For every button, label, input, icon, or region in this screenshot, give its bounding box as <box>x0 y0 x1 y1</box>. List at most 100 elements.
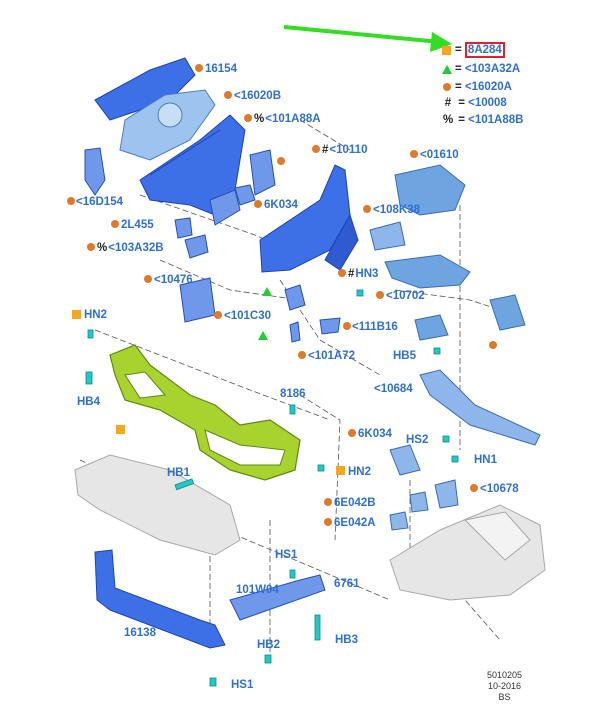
part-label-8186: 8186 <box>280 388 306 400</box>
part-label-text: <103A32B <box>108 242 164 254</box>
part-label-hb1: HB1 <box>167 467 191 479</box>
percent-symbol: % <box>254 113 265 125</box>
part-label-16020b: <16020B <box>234 90 281 102</box>
legend-highlighted-value: 8A284 <box>464 42 505 58</box>
legend-row-percent: % = <101A88B <box>443 114 523 126</box>
percent-symbol: % <box>97 242 108 254</box>
right-rails <box>369 164 541 531</box>
part-label-101a88a: %<101A88A <box>254 113 321 125</box>
callout-dot <box>67 197 75 205</box>
callout-dot <box>214 311 222 319</box>
stamp-line: 5010205 <box>487 670 523 680</box>
orange-square-icon <box>336 466 345 475</box>
callout-dot <box>338 269 346 277</box>
part-label-hb2: HB2 <box>257 639 281 651</box>
legend-value: <101A88B <box>468 114 524 126</box>
part-label-6k034-upper: 6K034 <box>264 199 298 211</box>
part-label-hs1-lower: HS1 <box>231 679 254 691</box>
orange-square-icon <box>72 310 81 319</box>
callout-dot <box>87 243 95 251</box>
green-triangle-icon <box>258 331 268 340</box>
callout-dot <box>277 157 285 165</box>
part-label-01610: <01610 <box>420 149 459 161</box>
part-label-101a72: <101A72 <box>308 350 355 362</box>
callout-dot <box>111 220 119 228</box>
fender-apron-assembly <box>94 57 246 216</box>
stamp-line: 10-2016 <box>488 681 522 691</box>
callout-dot <box>298 351 306 359</box>
orange-dot-icon <box>443 83 451 91</box>
callout-dot <box>195 64 203 72</box>
part-label-6e042a: 6E042A <box>334 517 376 529</box>
part-label-6e042b: 6E042B <box>334 497 376 509</box>
part-label-10684: <10684 <box>374 383 413 395</box>
callout-dot <box>410 150 418 158</box>
part-label-hn3: #HN3 <box>348 268 378 280</box>
part-label-hb5: HB5 <box>393 350 417 362</box>
legend-row-dot: = <16020A <box>443 81 512 93</box>
part-label-hs2: HS2 <box>406 434 429 446</box>
part-label-108k38: <108K38 <box>373 204 420 216</box>
part-label-16138: 16138 <box>124 627 156 639</box>
orange-square-icon <box>442 46 451 55</box>
part-label-6k034-lower: 6K034 <box>358 428 392 440</box>
callout-dot <box>376 291 384 299</box>
legend-eq: = <box>455 44 465 56</box>
legend-value: <103A32A <box>464 63 521 75</box>
part-label-111b16: <111B16 <box>352 321 398 333</box>
hash-symbol: # <box>444 97 452 109</box>
callout-dot <box>144 275 152 283</box>
part-label-16d154: <16D154 <box>76 196 123 208</box>
part-label-101w04: 101W04 <box>236 584 279 596</box>
pointer-arrow <box>283 25 452 52</box>
part-label-10476: <10476 <box>154 274 193 286</box>
hash-symbol: # <box>348 268 355 280</box>
part-label-text: HN3 <box>355 268 379 280</box>
part-label-text: <101A88A <box>265 113 321 125</box>
green-triangle-icon <box>442 65 452 74</box>
left-brackets <box>84 147 341 343</box>
a-pillar-rail <box>259 164 359 273</box>
gray-lower-structure <box>74 454 546 601</box>
callout-dot <box>363 205 371 213</box>
green-triangle-icon <box>262 287 272 296</box>
percent-symbol: % <box>443 114 454 126</box>
orange-square-icon <box>116 425 125 434</box>
callout-dot <box>324 498 332 506</box>
callout-dot <box>312 145 320 153</box>
legend-eq: = <box>458 97 469 109</box>
part-label-text: <10110 <box>329 144 368 156</box>
part-label-10678: <10678 <box>480 483 519 495</box>
callout-dot <box>470 484 478 492</box>
part-label-hn1: HN1 <box>474 454 498 466</box>
callout-dot <box>244 114 252 122</box>
legend-eq: = <box>458 114 469 126</box>
callout-dot <box>348 429 356 437</box>
part-label-hb4: HB4 <box>77 396 101 408</box>
lower-blue-rail <box>94 549 326 649</box>
callout-dot <box>324 518 332 526</box>
part-label-103a32b: %<103A32B <box>97 242 164 254</box>
part-label-101c30: <101C30 <box>224 310 271 322</box>
stamp-line: BS <box>498 692 511 702</box>
legend-eq: = <box>455 63 465 75</box>
drawing-stamp: 5010205 10-2016 BS <box>487 670 522 703</box>
part-label-2l455: 2L455 <box>121 219 154 231</box>
legend-value: <16020A <box>464 81 512 93</box>
part-label-hn2-left: HN2 <box>84 309 108 321</box>
radiator-support <box>109 344 301 481</box>
fasteners <box>85 289 459 687</box>
part-label-hb3: HB3 <box>335 634 359 646</box>
callout-dot <box>489 341 497 349</box>
part-label-6761: 6761 <box>334 578 360 590</box>
legend-row-triangle: = <103A32A <box>442 63 521 75</box>
hash-symbol: # <box>322 144 329 156</box>
callout-dot <box>224 91 232 99</box>
legend-eq: = <box>455 81 465 93</box>
callout-dot <box>254 200 262 208</box>
legend-row-square: = 8A284 <box>442 42 505 58</box>
legend-row-hash: # = <10008 <box>443 97 507 109</box>
callout-dot <box>343 322 351 330</box>
